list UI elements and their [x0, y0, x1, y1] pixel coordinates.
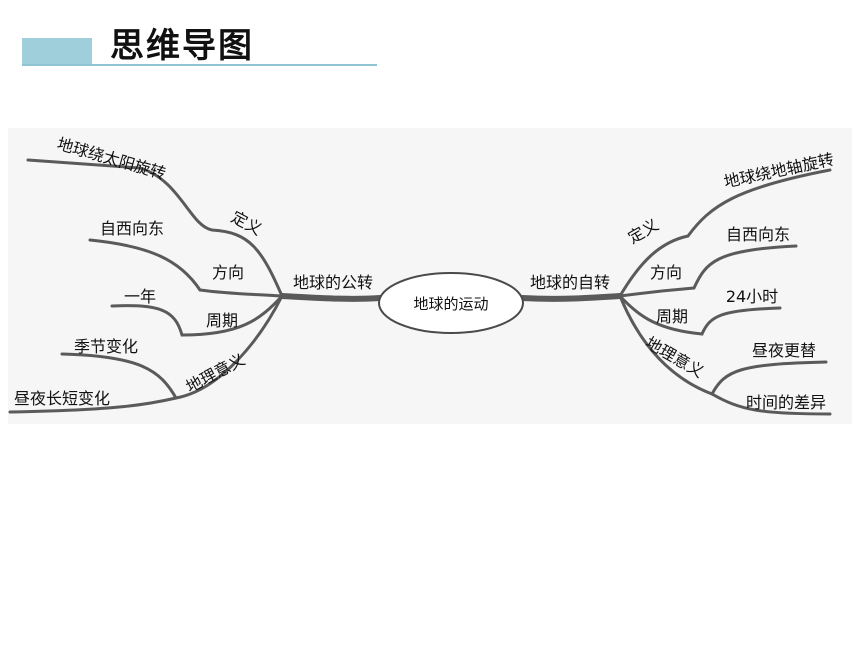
left-leaf-definition: 地球绕太阳旋转: [55, 134, 168, 183]
left-leaf-direction: 自西向东: [100, 219, 164, 238]
connector-left-definition: [26, 158, 284, 298]
right-leaf-significance-2: 时间的差异: [746, 393, 826, 412]
right-leaf-direction: 自西向东: [726, 225, 790, 244]
right-branch-period: 周期: [656, 307, 688, 326]
connector-left-period: [110, 294, 284, 337]
page-title: 思维导图: [110, 26, 254, 66]
connector-right-direction: [618, 244, 798, 298]
right-leaf-period: 24小时: [726, 287, 778, 306]
mindmap-connectors: [8, 158, 832, 416]
connector-left-significance-2: [8, 396, 178, 414]
left-branch-direction: 方向: [212, 263, 244, 282]
left-main-label: 地球的公转: [293, 273, 373, 292]
left-leaf-significance-1: 季节变化: [74, 337, 138, 356]
connector-center-left: [279, 293, 383, 302]
left-leaf-period: 一年: [124, 287, 156, 306]
right-main-label: 地球的自转: [530, 273, 610, 292]
right-leaf-significance-1: 昼夜更替: [752, 341, 816, 360]
connector-right-definition: [618, 168, 832, 298]
right-branch-definition: 定义: [625, 215, 662, 247]
right-branch-direction: 方向: [650, 263, 682, 282]
connector-left-direction: [88, 238, 284, 298]
center-node-label: 地球的运动: [413, 295, 488, 313]
center-node: [378, 272, 524, 334]
connector-right-period: [618, 294, 782, 336]
left-leaf-significance-2: 昼夜长短变化: [14, 389, 110, 408]
left-branch-period: 周期: [206, 311, 238, 330]
connector-center-right: [519, 293, 623, 302]
right-leaf-definition: 地球绕地轴旋转: [722, 150, 836, 192]
left-branch-significance: 地理意义: [183, 350, 248, 397]
title-accent-bar: [22, 38, 92, 64]
connector-right-significance-2: [710, 392, 832, 416]
title-underline: [22, 64, 377, 66]
